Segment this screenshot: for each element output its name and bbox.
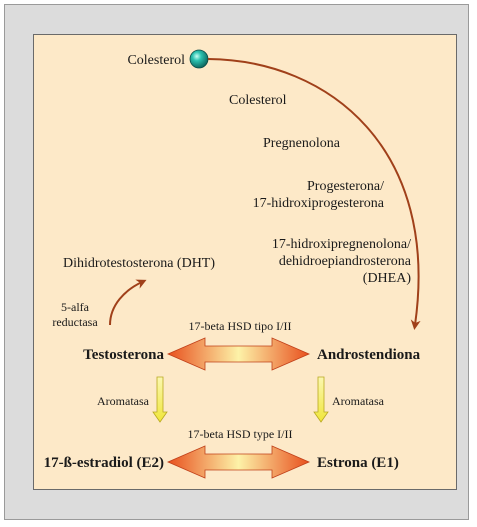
cholesterol-label: Colesterol: [229, 93, 287, 108]
androstenedione-label: Androstendiona: [317, 347, 421, 363]
hsd-bottom-double-arrow: [166, 445, 311, 479]
aromatase-left-down-arrow: [152, 376, 168, 423]
testosterone-label: Testosterona: [83, 347, 164, 363]
reductase-label-line1: 5-alfa: [61, 300, 90, 314]
progesterone-label-line1: Progesterona/: [307, 179, 384, 194]
pregnenolone-label: Pregnenolona: [263, 136, 341, 151]
hydroxypregnenolone-label-line1: 17-hidroxipregnenolona/: [272, 237, 411, 252]
hsd-bottom-label: 17-beta HSD type I/II: [188, 427, 293, 441]
hydroxypregnenolone-label-line3: (DHEA): [363, 271, 412, 286]
hsd-top-label: 17-beta HSD tipo I/II: [189, 319, 292, 333]
diagram-panel: [33, 34, 457, 490]
aromatase-left-label: Aromatasa: [97, 394, 150, 408]
dht-label: Dihidrotestosterona (DHT): [63, 256, 215, 271]
progesterone-label-line2: 17-hidroxiprogesterona: [253, 196, 385, 211]
hsd-top-double-arrow: [166, 337, 311, 371]
cholesterol-sphere-icon: [189, 49, 209, 69]
estradiol-label: 17-ß-estradiol (E2): [44, 455, 164, 471]
hydroxypregnenolone-label-line2: dehidroepiandrosterona: [279, 254, 412, 269]
biosynthesis-curve-arrow: [207, 58, 421, 330]
cholesterol-start-label: Colesterol: [127, 53, 185, 68]
aromatase-right-label: Aromatasa: [332, 394, 385, 408]
reductase-label-line2: reductasa: [52, 315, 98, 329]
estrone-label: Estrona (E1): [317, 455, 399, 471]
aromatase-right-down-arrow: [313, 376, 329, 423]
reductase-curve-arrow: [109, 279, 147, 326]
